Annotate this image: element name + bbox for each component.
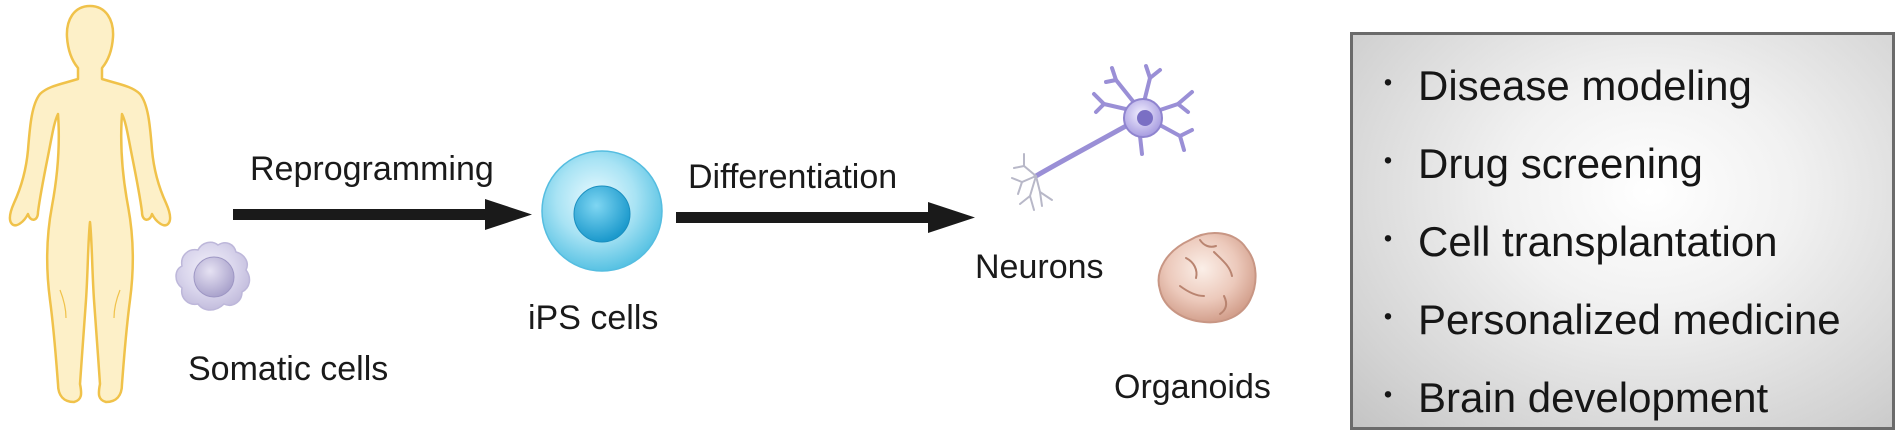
application-item: ・ Drug screening [1373,143,1703,185]
application-label: Brain development [1418,374,1769,421]
application-label: Cell transplantation [1418,218,1778,265]
label-reprogramming: Reprogramming [250,150,494,188]
application-item: ・ Personalized medicine [1373,299,1841,341]
label-neurons: Neurons [975,248,1104,286]
label-somatic-cells: Somatic cells [188,350,389,388]
label-differentiation: Differentiation [688,158,898,196]
label-organoids: Organoids [1114,368,1271,406]
somatic-cell-icon [175,241,251,311]
application-label: Personalized medicine [1418,296,1841,343]
bullet: ・ [1373,68,1403,101]
application-item: ・ Brain development [1373,377,1768,419]
application-item: ・ Cell transplantation [1373,221,1778,263]
application-item: ・ Disease modeling [1373,65,1752,107]
bullet: ・ [1373,146,1403,179]
applications-box: ・ Disease modeling ・ Drug screening ・ Cell … [1350,32,1895,430]
ips-cell-icon [541,150,663,272]
application-label: Drug screening [1418,140,1703,187]
application-label: Disease modeling [1418,62,1752,109]
human-body-icon [8,4,172,404]
bullet: ・ [1373,380,1403,413]
differentiation-arrow [676,202,975,233]
organoid-icon [1157,232,1257,324]
bullet: ・ [1373,302,1403,335]
bullet: ・ [1373,224,1403,257]
neuron-icon [1011,64,1194,211]
reprogramming-arrow [233,199,532,230]
label-ips-cells: iPS cells [528,299,659,337]
